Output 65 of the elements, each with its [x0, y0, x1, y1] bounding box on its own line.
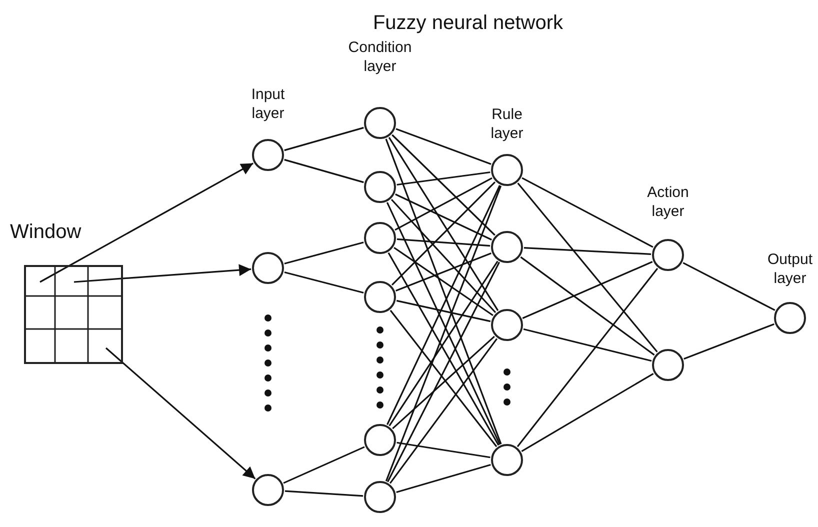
neuron-circle — [774, 302, 806, 334]
connection-line — [394, 246, 494, 316]
connection-line — [284, 126, 364, 152]
connection-line — [386, 262, 500, 482]
arrow — [105, 347, 256, 480]
connection-line — [517, 182, 658, 352]
layer-label: Condition layer — [347, 38, 413, 76]
neuron-circle — [364, 107, 396, 139]
arrow — [74, 264, 252, 283]
connection-line — [388, 252, 500, 446]
layer-label: Rule layer — [490, 105, 524, 143]
connection-line — [522, 177, 654, 248]
neuron-circle — [652, 349, 684, 381]
connection-line — [385, 138, 502, 444]
neuron-circle — [364, 481, 396, 513]
connection-line — [521, 372, 654, 452]
neuron-circle — [364, 281, 396, 313]
connection-line — [284, 271, 364, 294]
connection-line — [396, 252, 492, 292]
connection-line — [389, 338, 498, 484]
neuron-circle — [364, 222, 396, 254]
connection-line — [284, 242, 364, 264]
connection-line — [396, 464, 491, 494]
connection-line — [391, 181, 496, 286]
connection-line — [283, 446, 365, 484]
connection-line — [522, 261, 653, 319]
neuron-circle — [491, 444, 523, 476]
window-grid — [24, 265, 123, 364]
arrow — [40, 162, 254, 283]
connection-line — [392, 134, 496, 236]
connection-line — [396, 128, 492, 165]
neuron-circle — [491, 309, 523, 341]
neuron-circle — [252, 474, 284, 506]
connection-line — [684, 323, 774, 360]
connection-line — [390, 198, 496, 314]
connection-line — [392, 336, 495, 430]
connection-line — [523, 328, 652, 362]
connection-line — [394, 177, 492, 231]
neuron-circle — [252, 139, 284, 171]
connection-line — [388, 136, 499, 312]
diagram-title: Fuzzy neural network — [372, 11, 564, 36]
neuron-circle — [491, 231, 523, 263]
neuron-circle — [252, 252, 284, 284]
layer-label: Action layer — [646, 183, 690, 221]
connection-line — [516, 268, 658, 448]
neuron-circle — [364, 171, 396, 203]
layer-label: Input layer — [250, 85, 286, 123]
connection-line — [396, 171, 490, 186]
layer-label: Output layer — [766, 250, 814, 288]
neuron-circle — [652, 239, 684, 271]
connection-line — [396, 238, 490, 247]
connection-line — [284, 158, 364, 184]
connection-line — [385, 186, 502, 482]
connection-line — [395, 194, 492, 240]
connection-line — [388, 260, 498, 426]
connection-line — [390, 310, 498, 448]
grid-title: Window — [10, 220, 82, 244]
connection-line — [396, 442, 490, 458]
neuron-circle — [364, 424, 396, 456]
connection-line — [524, 247, 652, 255]
connection-line — [682, 262, 776, 311]
connection-line — [284, 490, 364, 497]
connection-line — [520, 256, 655, 356]
neuron-circle — [491, 154, 523, 186]
connection-line — [396, 300, 491, 322]
